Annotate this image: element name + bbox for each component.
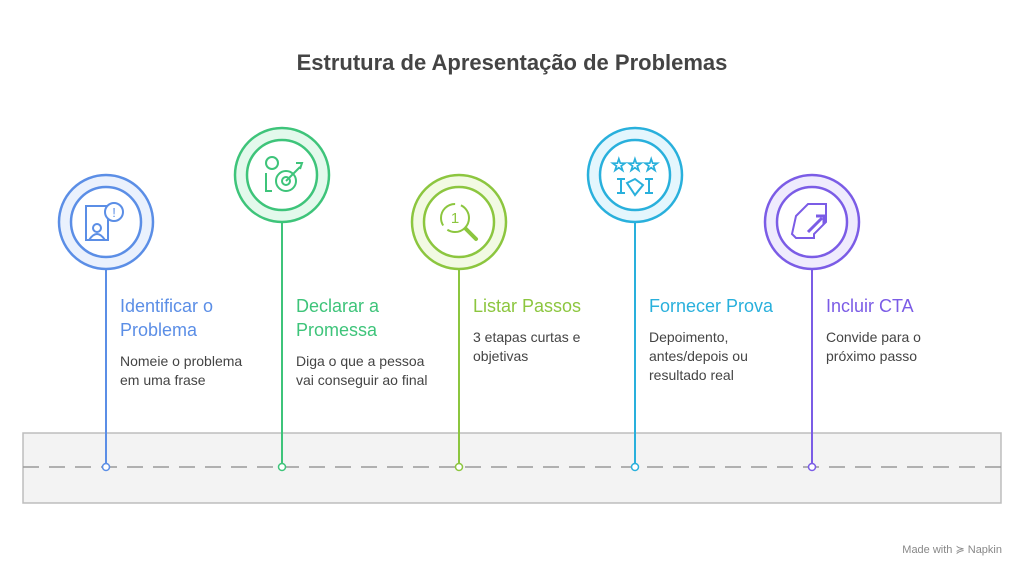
inner-circle <box>69 185 143 259</box>
step-3-marker: 1 <box>410 173 508 472</box>
search-cycle-icon: 1 <box>440 203 478 241</box>
step-5-marker <box>763 173 861 472</box>
svg-text:!: ! <box>112 205 116 220</box>
step-1-title: Identificar o Problema <box>120 296 214 340</box>
timeline-dot <box>277 462 287 472</box>
step-1-description: Nomeie o problema em uma frase <box>120 353 243 388</box>
step-5-title: Incluir CTA <box>826 296 914 316</box>
step-3-title: Listar Passos <box>473 296 582 316</box>
diagram-title: Estrutura de Apresentação de Problemas <box>296 50 728 75</box>
timeline-dot <box>630 462 640 472</box>
person-target-icon <box>265 156 304 192</box>
step-4-title: Fornecer Prova <box>649 296 774 316</box>
timeline-band <box>22 432 1002 504</box>
step-2-marker <box>233 126 331 472</box>
step-1-marker: ! <box>57 173 155 472</box>
step-3-description: 3 etapas curtas e objetivas <box>473 329 581 364</box>
stars-handshake-icon: ☆☆☆ <box>610 154 660 197</box>
made-with-napkin-credit: Made with ≽ Napkin <box>902 544 1002 556</box>
svg-text:☆☆☆: ☆☆☆ <box>611 155 659 176</box>
svg-text:1: 1 <box>451 210 459 227</box>
timeline-dot <box>807 462 817 472</box>
timeline-dot <box>454 462 464 472</box>
timeline-dot <box>101 462 111 472</box>
step-4-marker: ☆☆☆ <box>586 126 684 472</box>
inner-circle <box>245 138 319 212</box>
step-4-description: Depoimento, antes/depois ou resultado re… <box>649 329 748 383</box>
step-2-title: Declarar a Promessa <box>296 296 380 340</box>
inner-circle <box>775 185 849 259</box>
arrow-tag-icon <box>790 203 827 239</box>
person-alert-icon: ! <box>85 202 124 241</box>
step-5-description: Convide para o próximo passo <box>826 329 921 364</box>
step-2-description: Diga o que a pessoa vai conseguir ao fin… <box>296 353 428 388</box>
